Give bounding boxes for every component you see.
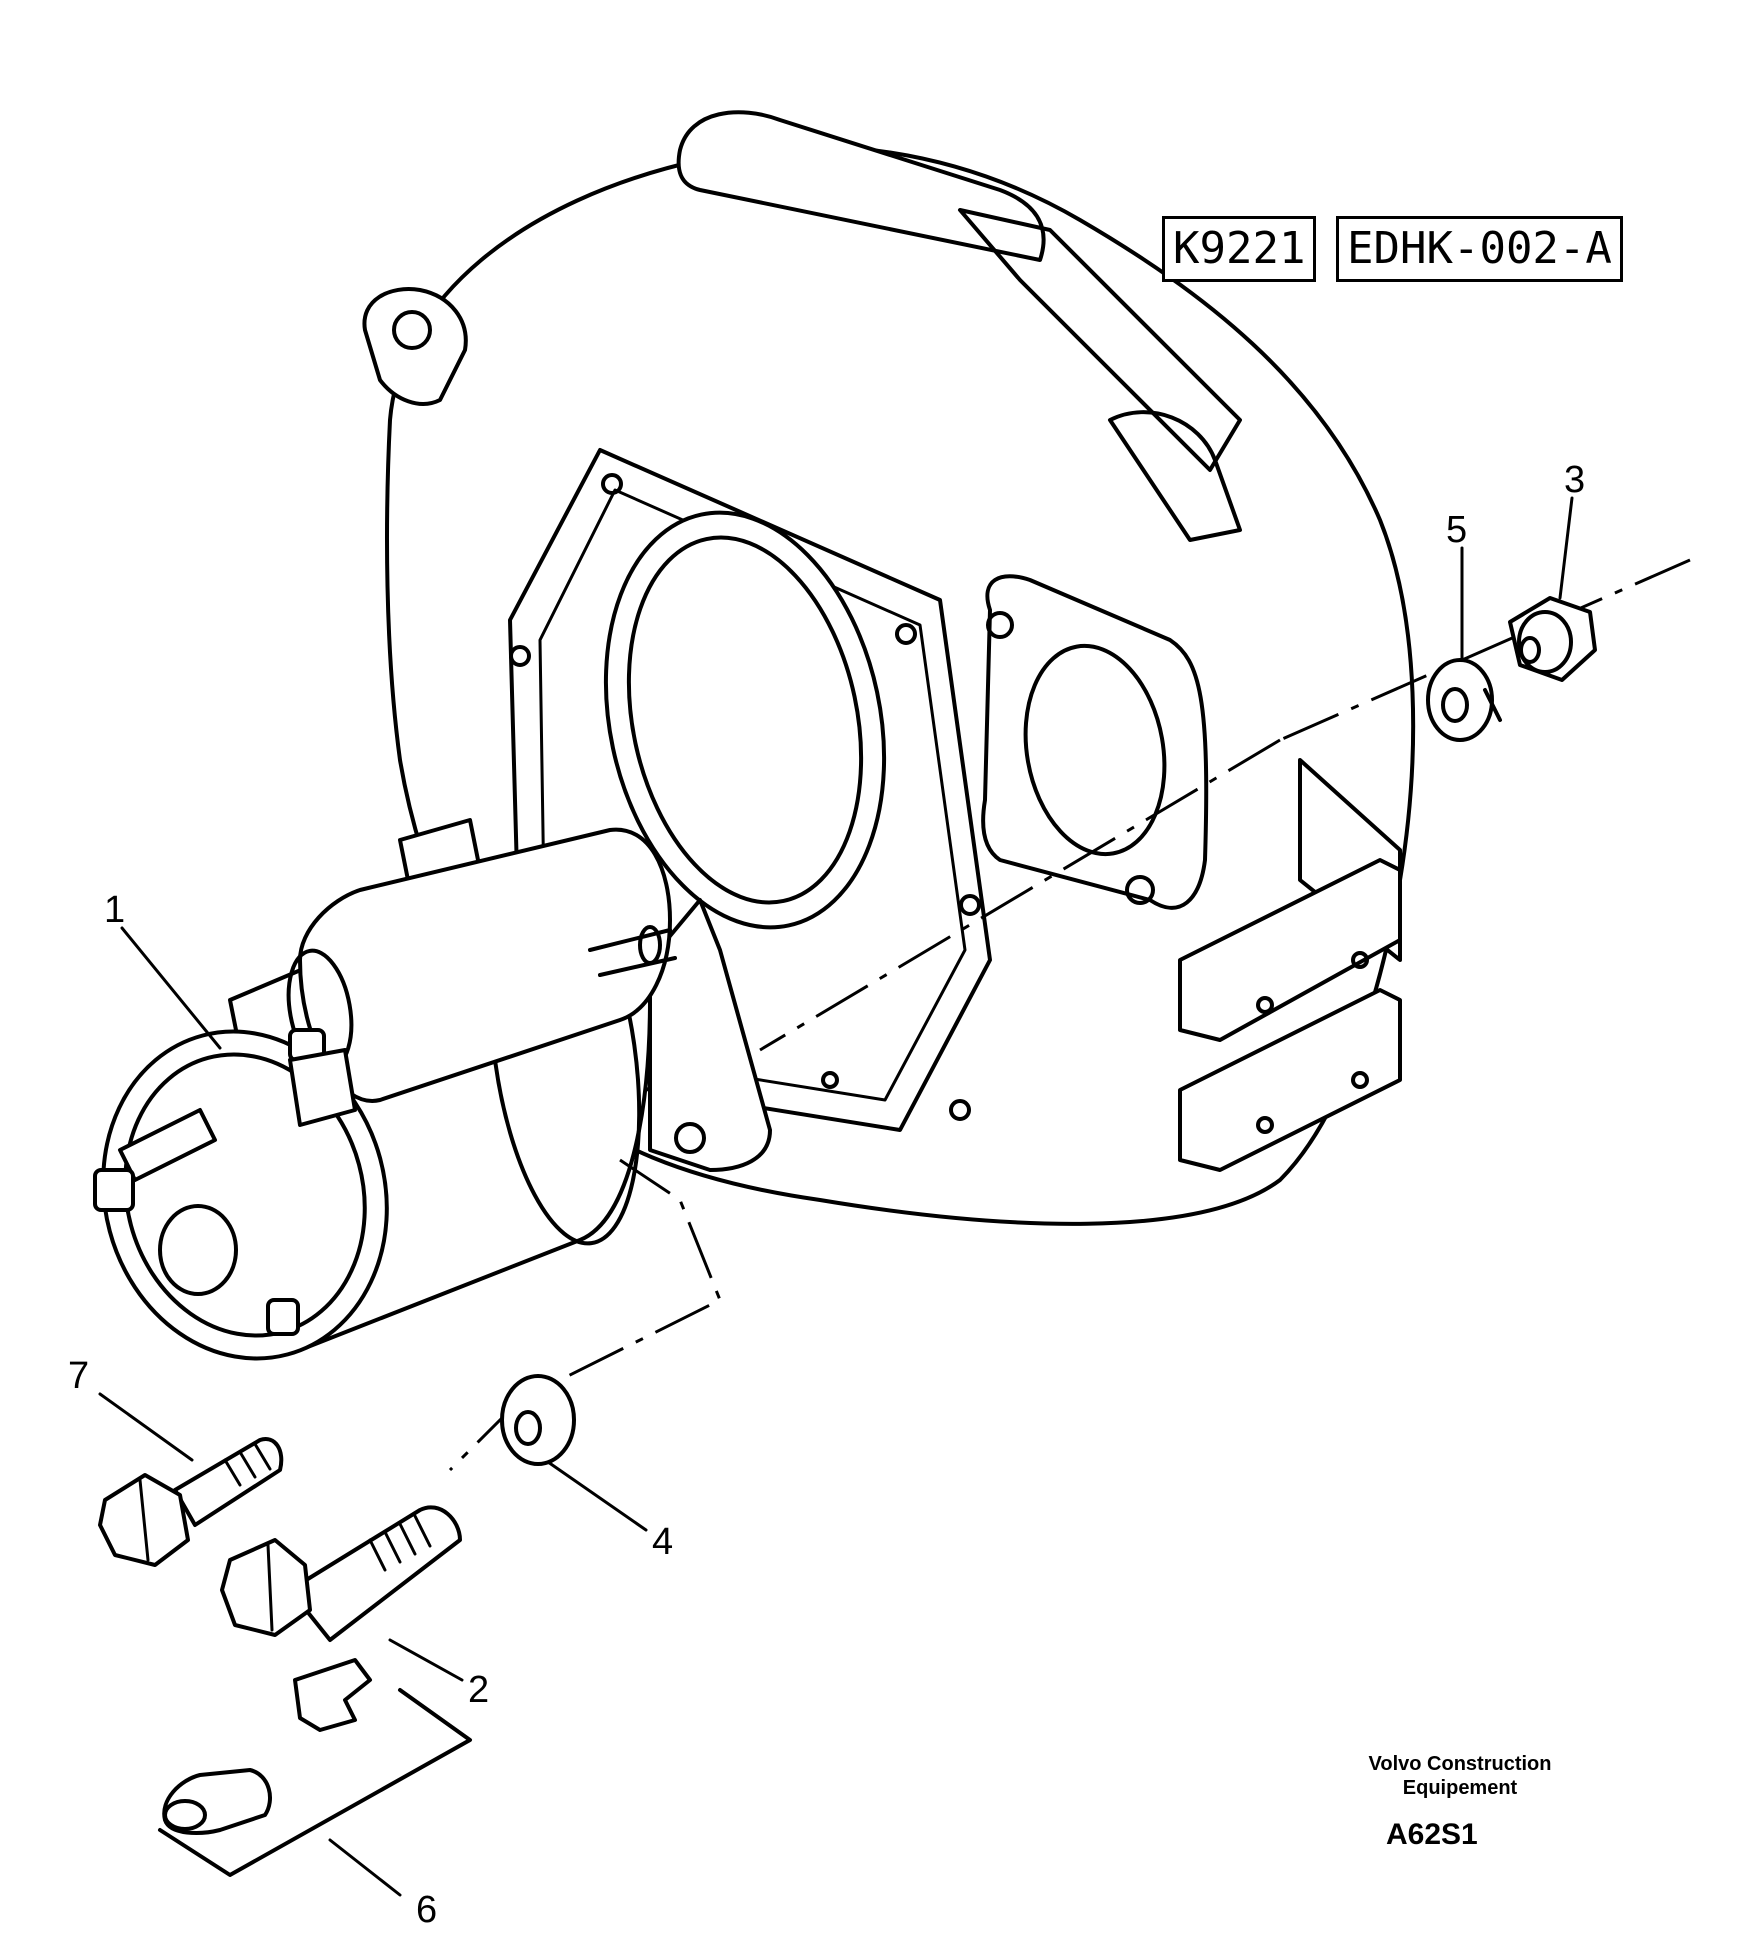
connector-kit — [158, 1658, 472, 1877]
short-bolt — [98, 1437, 284, 1567]
plain-washer — [500, 1374, 576, 1466]
starter-motor — [93, 827, 772, 1361]
callout-4: 4 — [652, 1521, 673, 1563]
assembly-center-lines — [448, 558, 1691, 1472]
long-bolt — [220, 1505, 462, 1642]
spring-washer — [1426, 658, 1502, 742]
hex-nut — [1508, 596, 1597, 682]
publisher-label: Volvo Construction Equipement — [1330, 1752, 1590, 1800]
publisher-line-2: Equipement — [1402, 1777, 1518, 1799]
leader-lines — [98, 496, 1574, 1897]
publisher-line-1: Volvo Construction — [1368, 1753, 1552, 1775]
figure-id-label: A62S1 — [1386, 1818, 1478, 1851]
callout-5: 5 — [1446, 509, 1467, 551]
reference-code-box: K9221 — [1162, 216, 1317, 282]
callout-2: 2 — [468, 1669, 489, 1711]
callout-7: 7 — [68, 1355, 89, 1397]
callout-6: 6 — [416, 1889, 437, 1931]
group-code-box: EDHK-002-A — [1336, 216, 1623, 282]
callout-3: 3 — [1564, 459, 1585, 501]
callout-1: 1 — [104, 889, 125, 931]
